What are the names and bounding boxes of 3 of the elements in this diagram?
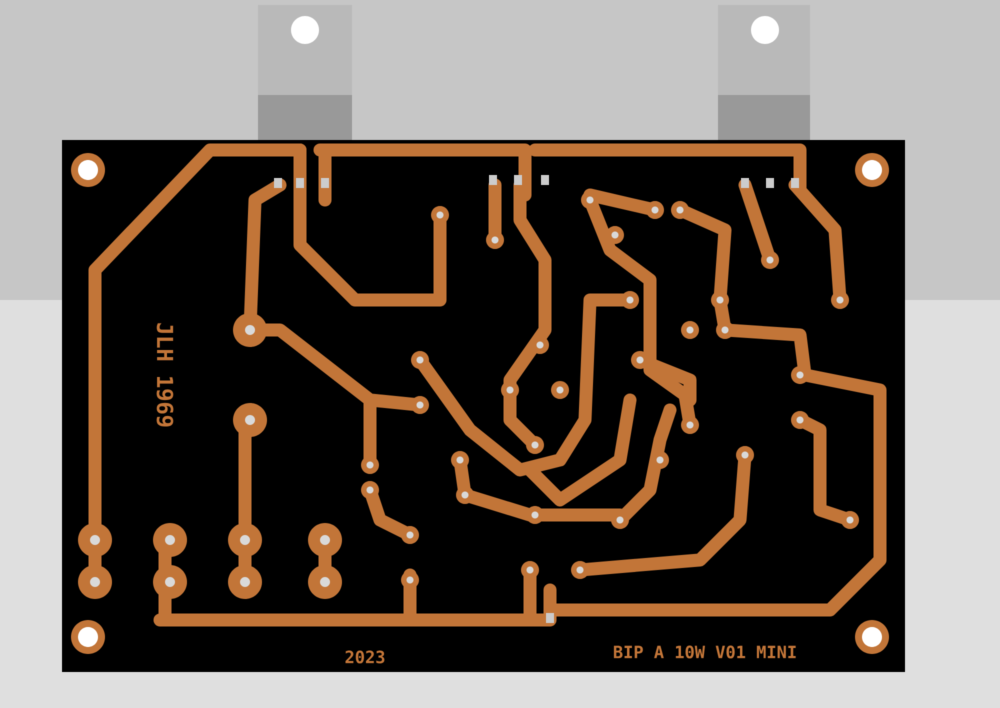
silkscreen-text: BIP A 10W V01 MINI [614,646,796,658]
silkscreen-text: JLH 1969 [156,323,174,427]
silkscreen-text: 2023 [346,650,384,664]
